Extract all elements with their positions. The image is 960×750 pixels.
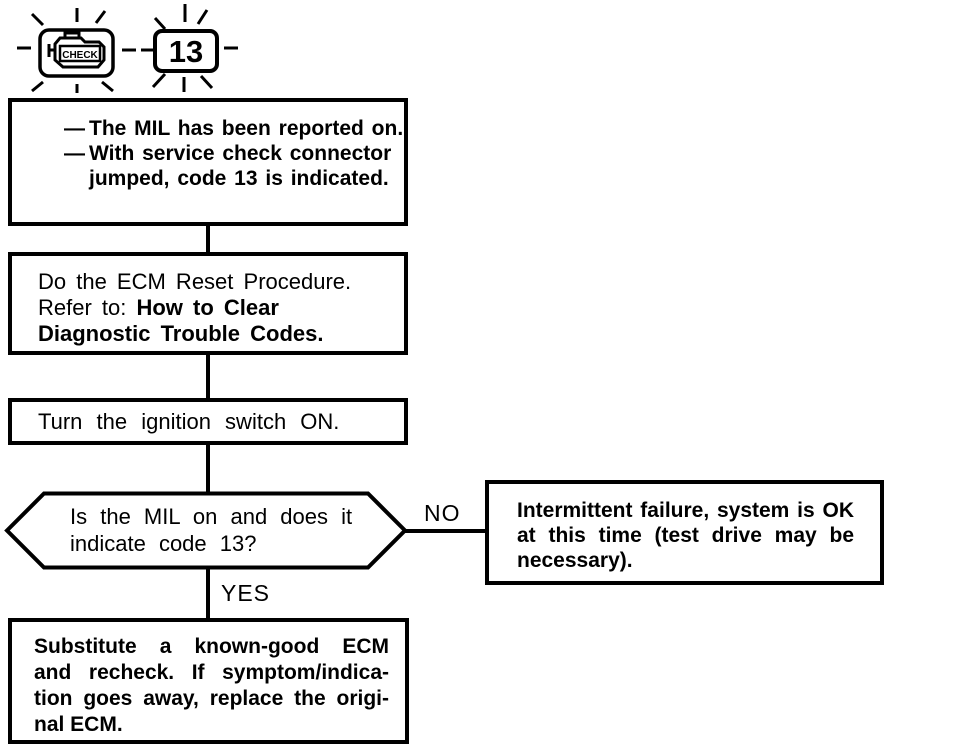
reset-line: Do the ECM Reset Procedure. <box>38 269 352 294</box>
dash-bullet: — <box>64 142 85 165</box>
symptom-box: — The MIL has been reported on. — With s… <box>8 98 408 226</box>
ecm-reset-box: Do the ECM Reset Procedure. Refer to: Ho… <box>8 252 408 355</box>
connector-ignition-decision <box>206 443 210 493</box>
refer-prefix: Refer to: <box>38 295 137 320</box>
code-number-label: 13 <box>169 34 203 69</box>
mil-check-label: CHECK <box>62 50 98 61</box>
refer-title: Diagnostic Trouble Codes. <box>38 321 324 346</box>
ignition-line: Turn the ignition switch ON. <box>38 408 340 434</box>
substitute-line: nal ECM. <box>34 713 123 736</box>
symptom-line: The MIL has been reported on. <box>89 117 404 140</box>
decision-line: indicate code 13? <box>70 531 257 556</box>
decision-line: Is the MIL on and does it <box>70 504 353 529</box>
hexagon-shape-icon <box>4 491 408 570</box>
engine-outline-icon <box>53 36 106 69</box>
intermittent-failure-box: Intermittent failure, system is OK at th… <box>485 480 884 585</box>
symptom-item: — The MIL has been reported on. <box>64 116 403 141</box>
connector-symptom-reset <box>206 224 210 254</box>
ignition-box: Turn the ignition switch ON. <box>8 398 408 445</box>
symptom-line: With service check connector <box>89 142 392 165</box>
connector-reset-ignition <box>206 353 210 400</box>
decision-hexagon: Is the MIL on and does it indicate code … <box>4 491 408 570</box>
connector-no-branch <box>403 529 487 533</box>
mil-rays-icon <box>17 8 136 93</box>
intermittent-line: necessary). <box>517 549 633 572</box>
code-13-icon: 13 <box>141 4 238 92</box>
intermittent-line: at this time (test drive may be <box>517 524 854 547</box>
intermittent-line: Intermittent failure, system is OK <box>517 499 854 522</box>
refer-title: How to Clear <box>136 295 279 320</box>
mil-icon: CHECK <box>17 8 136 93</box>
substitute-line: tion goes away, replace the origi- <box>34 687 389 710</box>
reset-refer-line: Refer to: How to Clear <box>38 295 396 321</box>
symptom-item: — With service check connector jumped, c… <box>64 141 396 191</box>
substitute-ecm-box: Substitute a known-good ECM and recheck.… <box>8 618 409 744</box>
warning-indicators: CHECK 13 <box>17 4 238 93</box>
dash-bullet: — <box>64 117 85 140</box>
code-rays-icon <box>141 4 238 92</box>
substitute-line: Substitute a known-good ECM <box>34 635 389 658</box>
yes-branch-label: YES <box>221 580 271 606</box>
connector-yes-branch <box>206 566 210 620</box>
substitute-line: and recheck. If symptom/indica- <box>34 661 389 684</box>
no-branch-label: NO <box>424 500 461 526</box>
symptom-line: jumped, code 13 is indicated. <box>89 167 389 190</box>
